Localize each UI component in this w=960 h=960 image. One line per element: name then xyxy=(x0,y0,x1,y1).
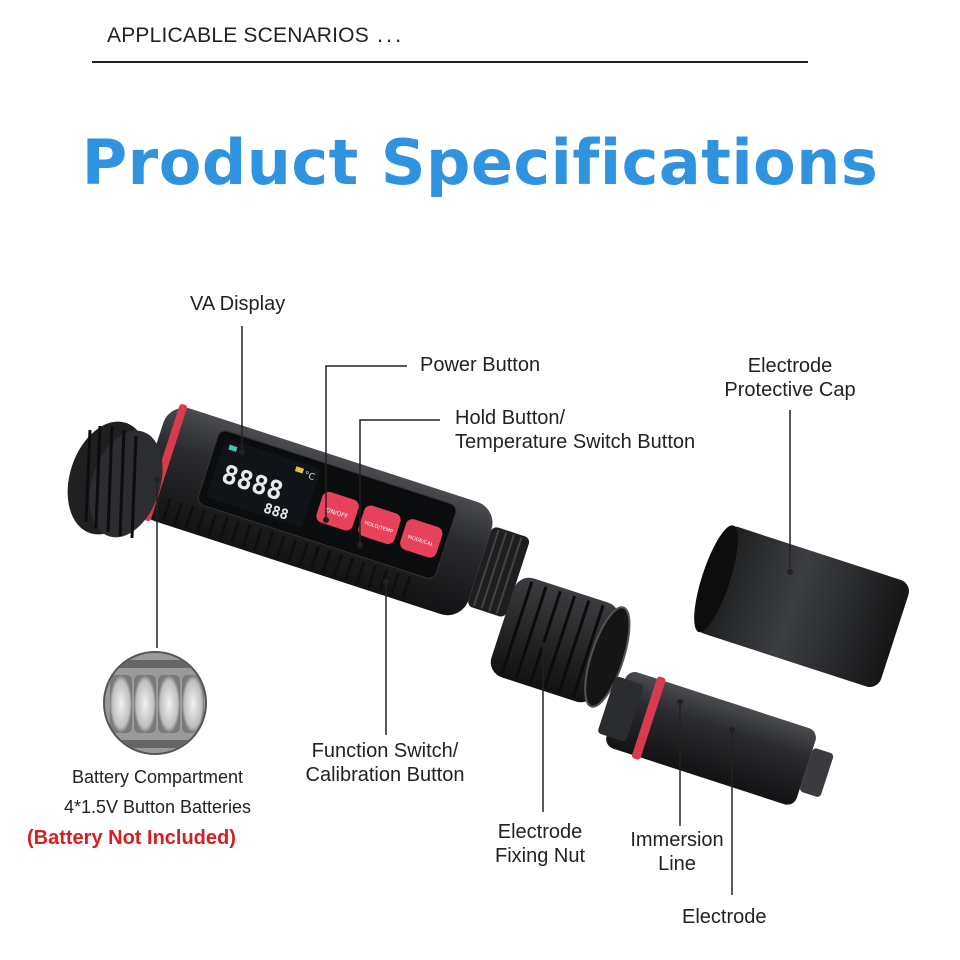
label-function-switch-line1: Function Switch/ xyxy=(311,740,459,762)
label-battery-compartment: Battery Compartment 4*1.5V Button Batter… xyxy=(40,762,275,822)
label-fixing-nut: Electrode Fixing Nut xyxy=(470,820,610,868)
callout-dots xyxy=(154,449,793,733)
display-unit: °C xyxy=(303,470,316,483)
label-hold-button: Hold Button/ Temperature Switch Button xyxy=(455,406,695,454)
header-dots: ... xyxy=(376,22,405,47)
label-fixing-nut-line2: Fixing Nut xyxy=(494,845,586,867)
header-divider xyxy=(92,61,808,63)
label-protective-cap: Electrode Protective Cap xyxy=(700,354,880,402)
page-title: Product Specifications xyxy=(81,126,879,199)
battery-not-included-note: (Battery Not Included) xyxy=(27,827,236,849)
display-sub-readout: 888 xyxy=(261,501,290,524)
electrode-probe xyxy=(598,671,834,805)
label-protective-cap-line2: Protective Cap xyxy=(724,379,856,401)
label-va-display: VA Display xyxy=(190,293,286,315)
label-function-switch-line2: Calibration Button xyxy=(305,764,465,786)
hold-temp-button[interactable]: HOLD/TEMP xyxy=(356,504,402,546)
label-battery-line1: Battery Compartment xyxy=(71,767,244,787)
label-fixing-nut-line1: Electrode xyxy=(497,821,583,843)
mode-cal-button[interactable]: MODE/CAL xyxy=(398,517,444,559)
label-function-switch: Function Switch/ Calibration Button xyxy=(280,739,490,787)
label-hold-button-line1: Hold Button/ xyxy=(455,407,566,429)
battery-inset xyxy=(103,651,207,755)
section-header: APPLICABLE SCENARIOS... xyxy=(107,22,404,48)
label-immersion-line: Immersion Line xyxy=(612,828,742,876)
electrode-fixing-nut xyxy=(490,577,631,708)
label-hold-button-line2: Temperature Switch Button xyxy=(455,431,696,453)
battery-cap-knob xyxy=(67,421,163,539)
label-electrode: Electrode xyxy=(682,906,767,928)
label-immersion-line2: Line xyxy=(658,853,696,875)
callout-lines xyxy=(156,326,791,895)
label-battery-line2: 4*1.5V Button Batteries xyxy=(63,797,252,817)
label-power-button: Power Button xyxy=(420,354,541,376)
label-protective-cap-line1: Electrode xyxy=(747,355,833,377)
electrode-protective-cap xyxy=(694,525,909,687)
header-text: APPLICABLE SCENARIOS xyxy=(107,24,369,47)
label-immersion-line1: Immersion xyxy=(630,829,724,851)
